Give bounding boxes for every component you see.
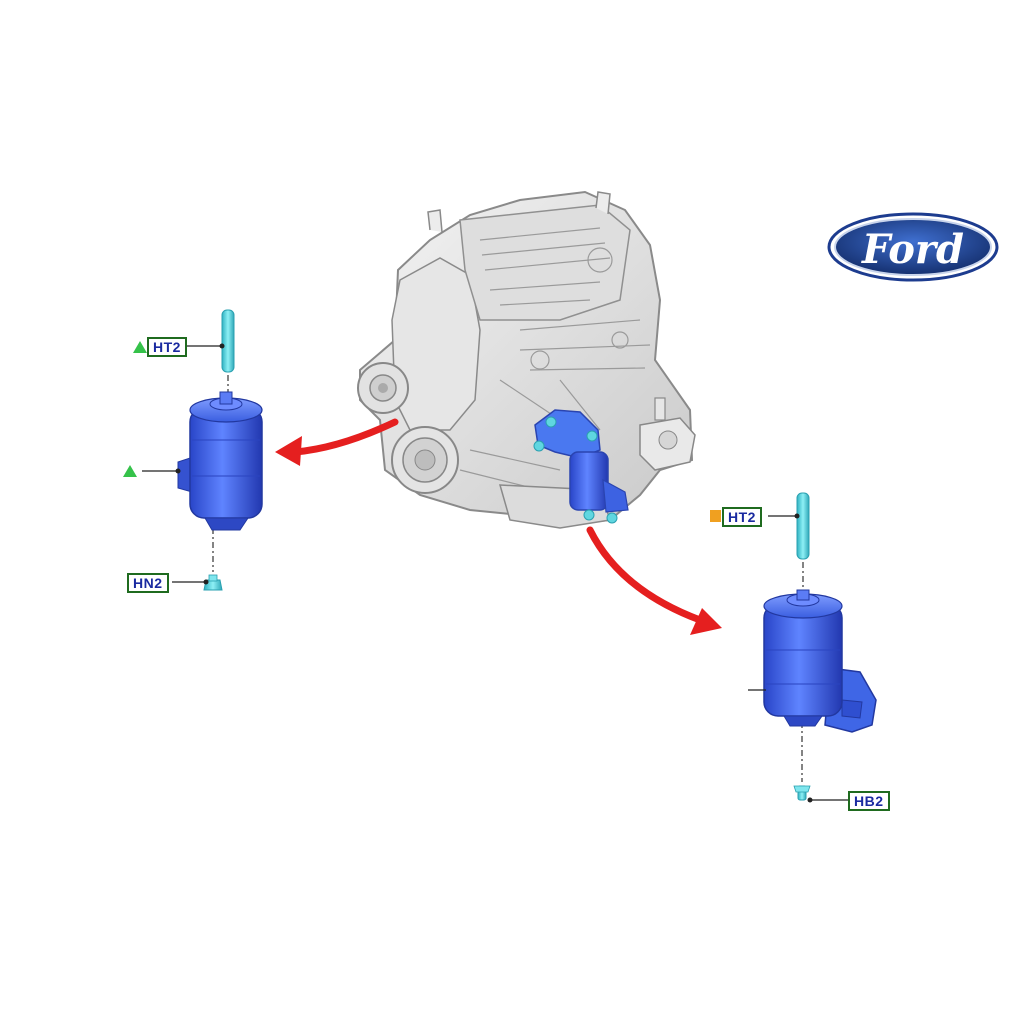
callout-ht2-right: HT2 — [722, 507, 762, 527]
lifting-eye-front — [427, 209, 443, 233]
callout-ht2-left: HT2 — [147, 337, 187, 357]
ford-logo-text: Ford — [861, 226, 964, 273]
green-triangle-marker — [133, 341, 147, 353]
red-curved-arrow-right — [586, 526, 722, 635]
installed-mount-highlight — [533, 409, 629, 524]
ht2-stud-bolt-right — [796, 492, 810, 560]
engine-detail-lines — [459, 227, 651, 496]
lifting-eye-rear — [595, 191, 611, 215]
callout-hb2: HB2 — [848, 791, 890, 811]
engine-illustration — [357, 190, 696, 529]
callout-hn2: HN2 — [127, 573, 169, 593]
timing-cover — [391, 257, 481, 431]
green-triangle-marker — [123, 465, 137, 477]
right-engine-mount — [763, 603, 843, 717]
right-mount-assembly — [710, 492, 877, 803]
ht2-stud-bolt-left — [221, 309, 235, 373]
red-curved-arrow-left — [275, 418, 399, 466]
left-engine-mount — [189, 407, 263, 519]
ford-logo: Ford — [827, 212, 999, 282]
left-mount-assembly — [123, 309, 263, 591]
orange-square-marker — [710, 510, 721, 522]
